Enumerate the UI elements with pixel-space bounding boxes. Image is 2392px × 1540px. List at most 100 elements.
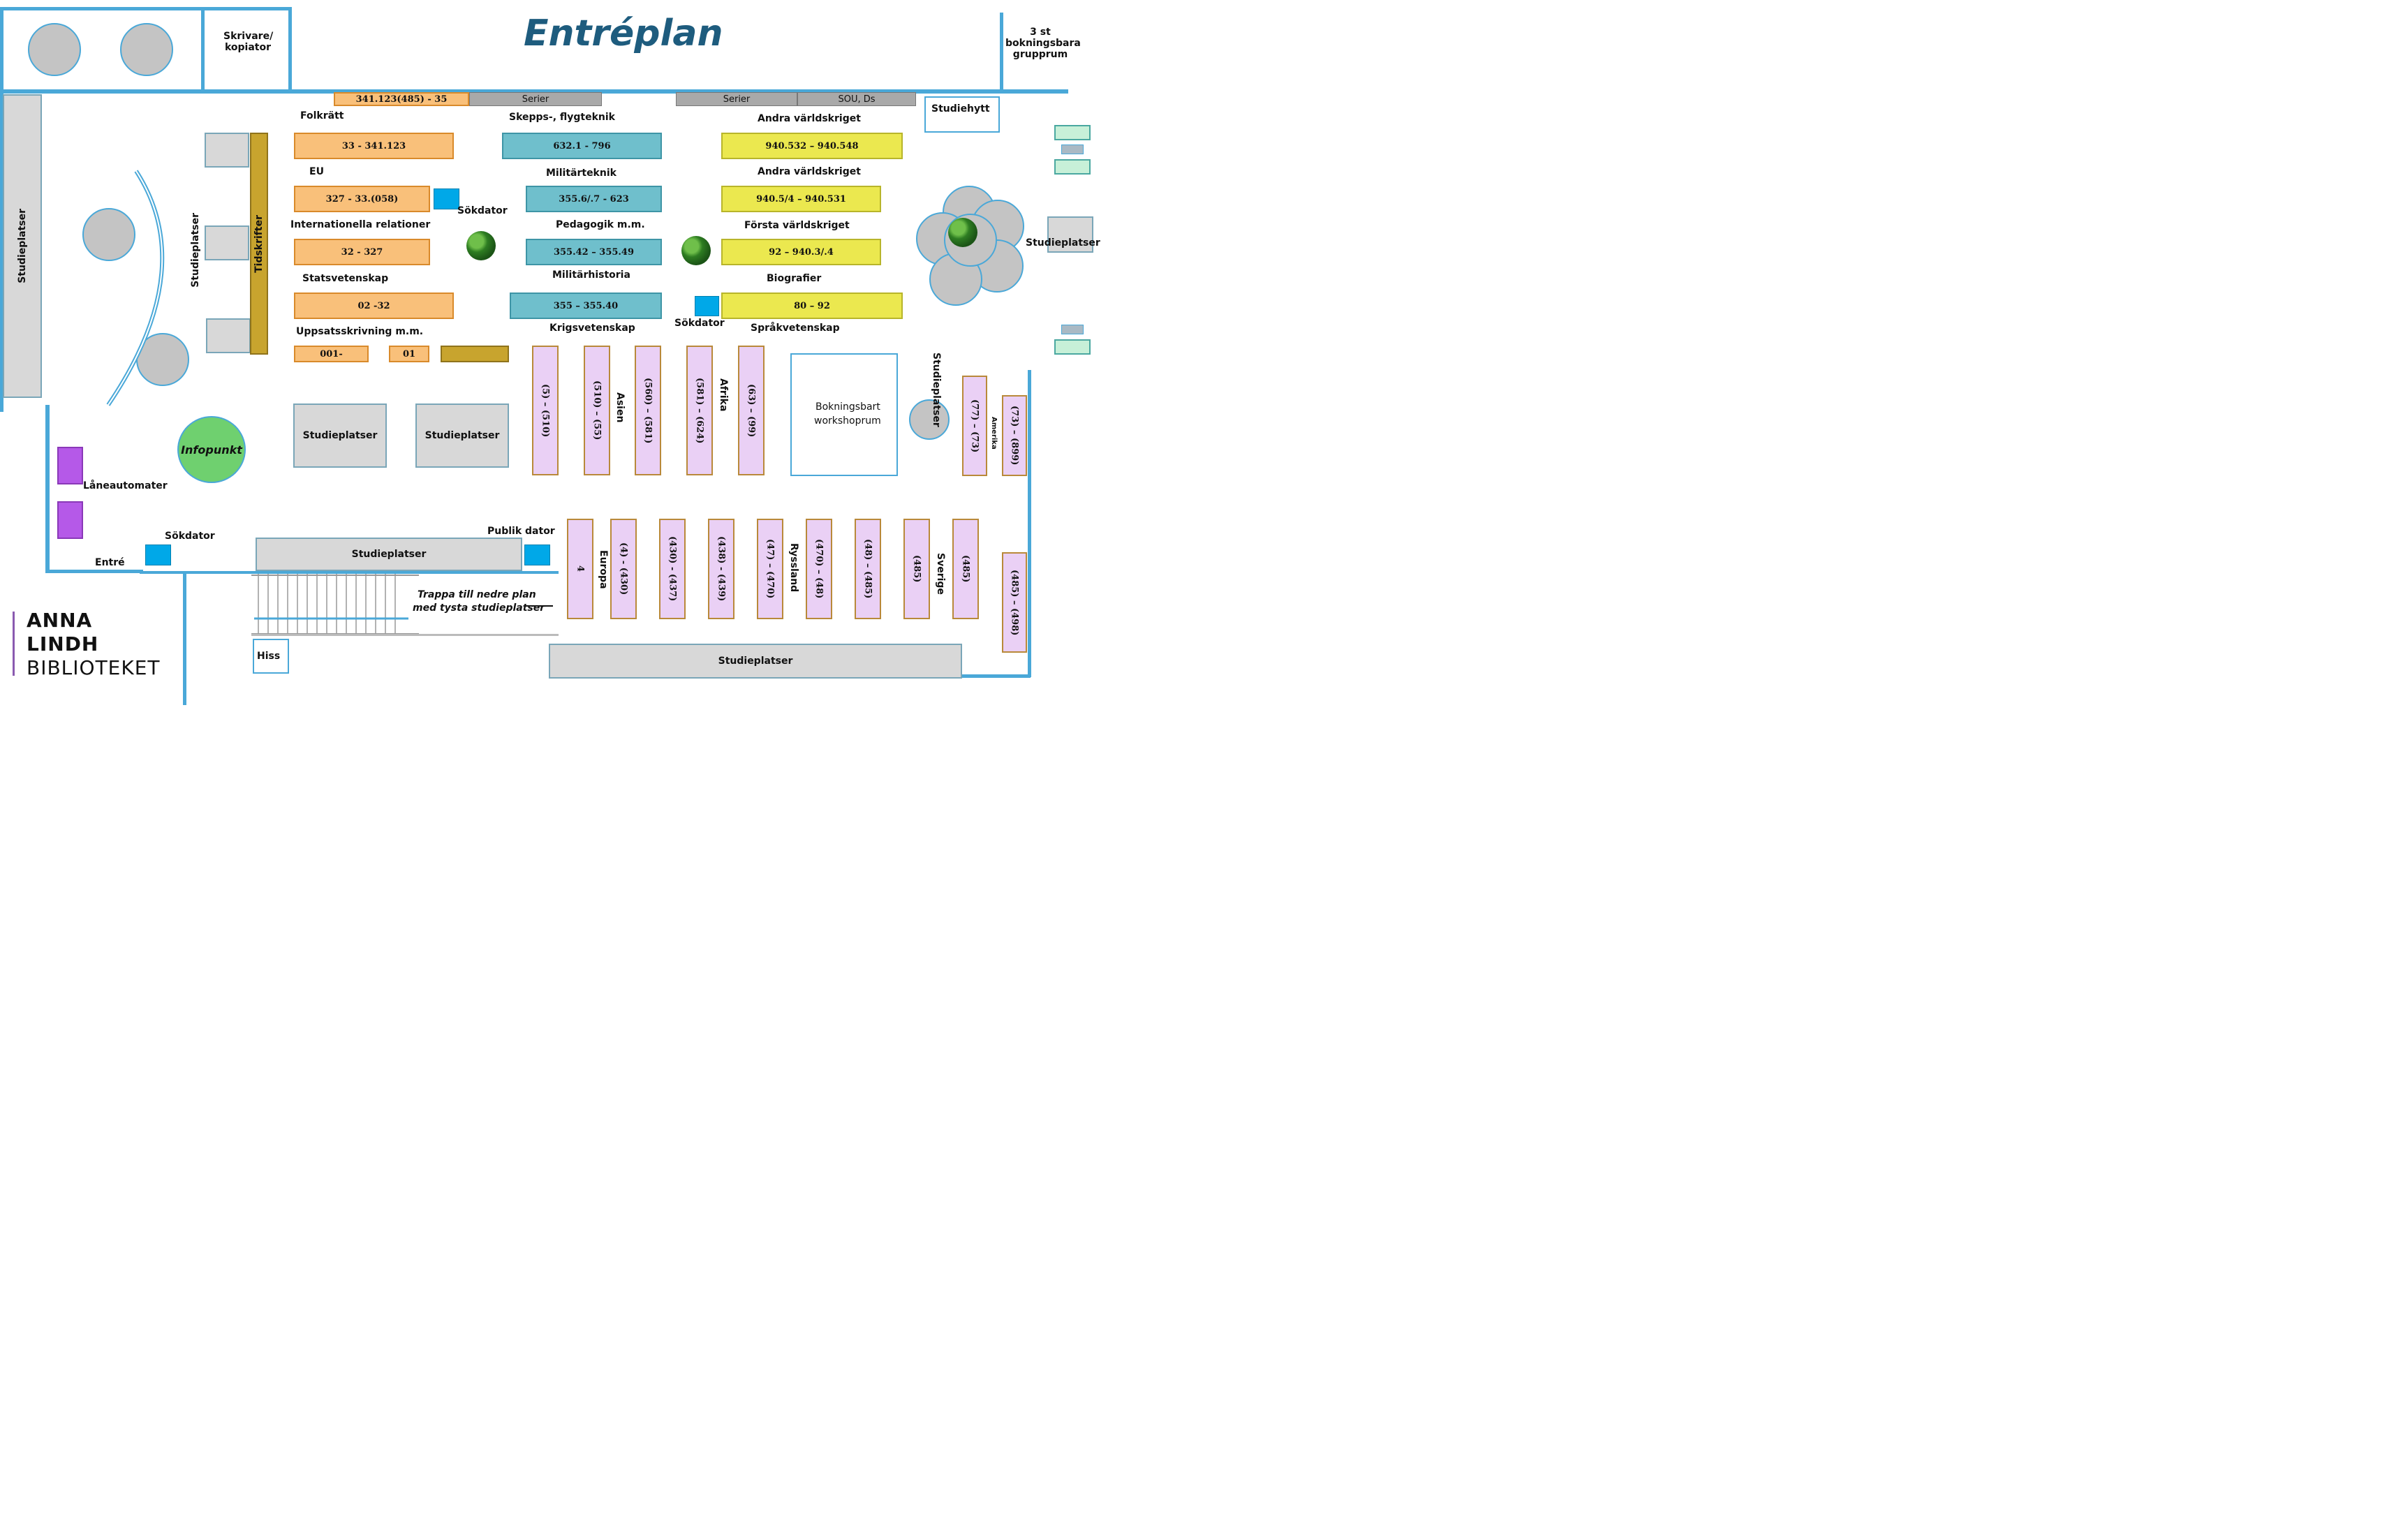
geo-shelf: (510) – (55) [584,346,610,475]
geo-shelf: (5) – (510) [532,346,559,475]
sokdator-label-1: Sökdator [457,205,508,216]
study-bench-left: Studieplatser [3,94,42,398]
info-desk[interactable]: Infopunkt [177,416,246,483]
studieplatser-right-label: Studieplatser [1026,237,1100,249]
study-bench-stairs: Studieplatser [256,538,522,571]
staircase[interactable] [251,574,419,638]
loan-machine[interactable] [57,447,83,484]
plant-icon [948,218,977,247]
label-fvk: Första världskriget [744,220,850,231]
studieplatser-workshop-label: Studieplatser [931,353,942,427]
public-computer[interactable] [524,545,550,565]
seat-right [1061,145,1084,154]
label-eu: EU [309,166,324,177]
shelf-militarteknik: 355.6/.7 - 623 [526,186,662,212]
label-folkratt: Folkrätt [300,110,344,121]
seat-right [1054,159,1091,175]
shelf-militarhistoria: 355 – 355.40 [510,293,662,319]
label-statsvetenskap: Statsvetenskap [302,273,389,284]
elevator[interactable] [253,639,289,674]
shelf-skepps: 632.1 - 796 [502,133,662,159]
shelf-eu: 327 - 33.(058) [294,186,430,212]
shelf-01: 01 [389,346,429,362]
workshop-label-2: workshoprum [814,415,881,427]
label-biografier: Biografier [767,273,822,284]
trappa-label-2: med tysta studieplatser [413,602,545,614]
label-pedagogik: Pedagogik m.m. [556,219,645,230]
europa-label: Europa [598,550,609,589]
study-bench-stairs-label: Studieplatser [351,549,427,560]
label-skepps: Skepps-, flygteknik [509,112,615,123]
geo-shelf: (485) – (498) [1002,552,1027,653]
geo-shelf: (485) [952,519,979,619]
table-round [28,23,81,76]
logo-line-3: BIBLIOTEKET [27,656,161,679]
loan-machine[interactable] [57,501,83,539]
plant-icon [466,231,496,260]
label-militarhistoria: Militärhistoria [552,269,630,281]
curved-partition [106,170,165,406]
seat-right [1054,125,1091,140]
outer-wall-top-left [0,7,292,10]
sokdator-label-2: Sökdator [674,318,725,329]
study-block [206,318,251,353]
ryssland-label: Ryssland [788,543,799,593]
shelf-341-35: 341.123(485) - 35 [334,92,469,106]
publik-dator-label: Publik dator [487,526,555,537]
search-computer[interactable] [695,296,719,316]
label-intrel: Internationella relationer [290,219,431,230]
outer-wall-right [1028,370,1031,677]
hiss-label: Hiss [257,651,281,662]
laneautomater-label: Låneautomater [83,480,168,491]
geo-shelf: (48) – (485) [855,519,881,619]
printer-room-label: Skrivare/ kopiator [223,31,274,53]
shelf-pedagogik: 355.42 – 355.49 [526,239,662,265]
seat-right [1054,339,1091,355]
stair-arrow-icon [525,605,553,607]
group-rooms-label: 3 st bokningsbara grupprum [1005,27,1081,60]
left-room-divider [201,7,205,92]
logo-bar [13,612,15,676]
study-bench-left-label: Studieplatser [17,209,28,283]
shelf-biografier: 80 – 92 [721,293,903,319]
geo-shelf: (73) – (899) [1002,395,1027,476]
study-table-1: Studieplatser [293,403,387,468]
shelf-avk1: 940.532 – 940.548 [721,133,903,159]
geo-shelf: (77) – (73) [962,376,987,476]
study-table-2: Studieplatser [415,403,509,468]
trappa-label: Trappa till nedre plan [418,589,536,600]
search-computer[interactable] [434,188,459,209]
study-booth[interactable] [924,96,1000,133]
search-computer[interactable] [145,545,171,565]
shelf-statsvetenskap: 02 -32 [294,293,454,319]
geo-shelf: (581) – (624) [686,346,713,475]
workshop-room[interactable] [790,353,898,476]
shelf-serier-2: Serier [676,92,797,106]
geo-shelf: (47) – (470) [757,519,783,619]
shelf-folkratt: 33 - 341.123 [294,133,454,159]
label-avk1: Andra världskriget [758,113,861,124]
geo-shelf: (63) – (99) [738,346,765,475]
afrika-label: Afrika [718,378,729,412]
geo-shelf: (470) – (48) [806,519,832,619]
label-uppsats: Uppsatsskrivning m.m. [296,326,424,337]
sokdator-label-3: Sökdator [165,531,215,542]
shelf-olive-small [441,346,509,362]
group-room-wall [1000,13,1003,91]
shelf-avk2: 940.5/4 – 940.531 [721,186,881,212]
label-krigsvetenskap: Krigsvetenskap [549,323,635,334]
page-title: Entréplan [524,13,723,54]
table-round [82,208,135,261]
shelf-intrel: 32 - 327 [294,239,430,265]
entrance-wall-2 [45,570,143,573]
shelf-serier-1: Serier [469,92,602,106]
label-sprakvetenskap: Språkvetenskap [751,323,840,334]
tidskrifter-label: Tidskrifter [253,214,265,273]
plant-icon [681,236,711,265]
stair-rail [251,634,559,636]
info-desk-label: Infopunkt [181,443,242,457]
seat-right [1061,325,1084,334]
study-table-2-label: Studieplatser [424,430,500,441]
study-block-right [1047,216,1093,253]
study-table-1-label: Studieplatser [302,430,378,441]
